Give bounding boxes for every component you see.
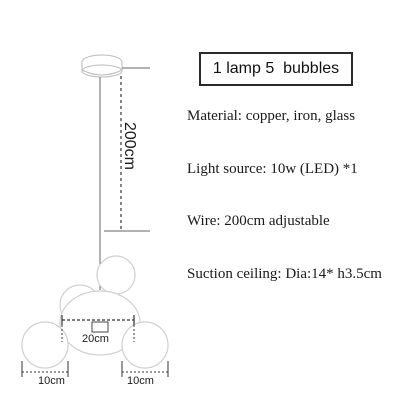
- center-width-label: 20cm: [82, 333, 109, 345]
- spec-wire: Wire: 200cm adjustable: [187, 213, 330, 229]
- bubble-bottom-left: [21, 321, 69, 369]
- left-bubble-dimension: [21, 361, 69, 377]
- spec-light-source: Light source: 10w (LED) *1: [187, 161, 358, 177]
- left-bubble-label: 10cm: [38, 375, 65, 387]
- spec-material: Material: copper, iron, glass: [187, 108, 356, 124]
- right-bubble-label: 10cm: [127, 375, 154, 387]
- bubble-bottom-right: [121, 321, 169, 369]
- right-bubble-dimension: [121, 361, 169, 377]
- center-fixture: [91, 321, 109, 333]
- spec-suction-ceiling: Suction ceiling: Dia:14* h3.5cm: [187, 266, 382, 282]
- bubble-top-right: [96, 255, 136, 295]
- wire-length-label: 200cm: [121, 121, 138, 171]
- center-width-dimension: [61, 315, 135, 342]
- product-title-badge: 1 lamp 5 bubbles: [199, 52, 353, 86]
- bubble-cluster: [21, 255, 169, 369]
- ceiling-canopy: [81, 54, 123, 78]
